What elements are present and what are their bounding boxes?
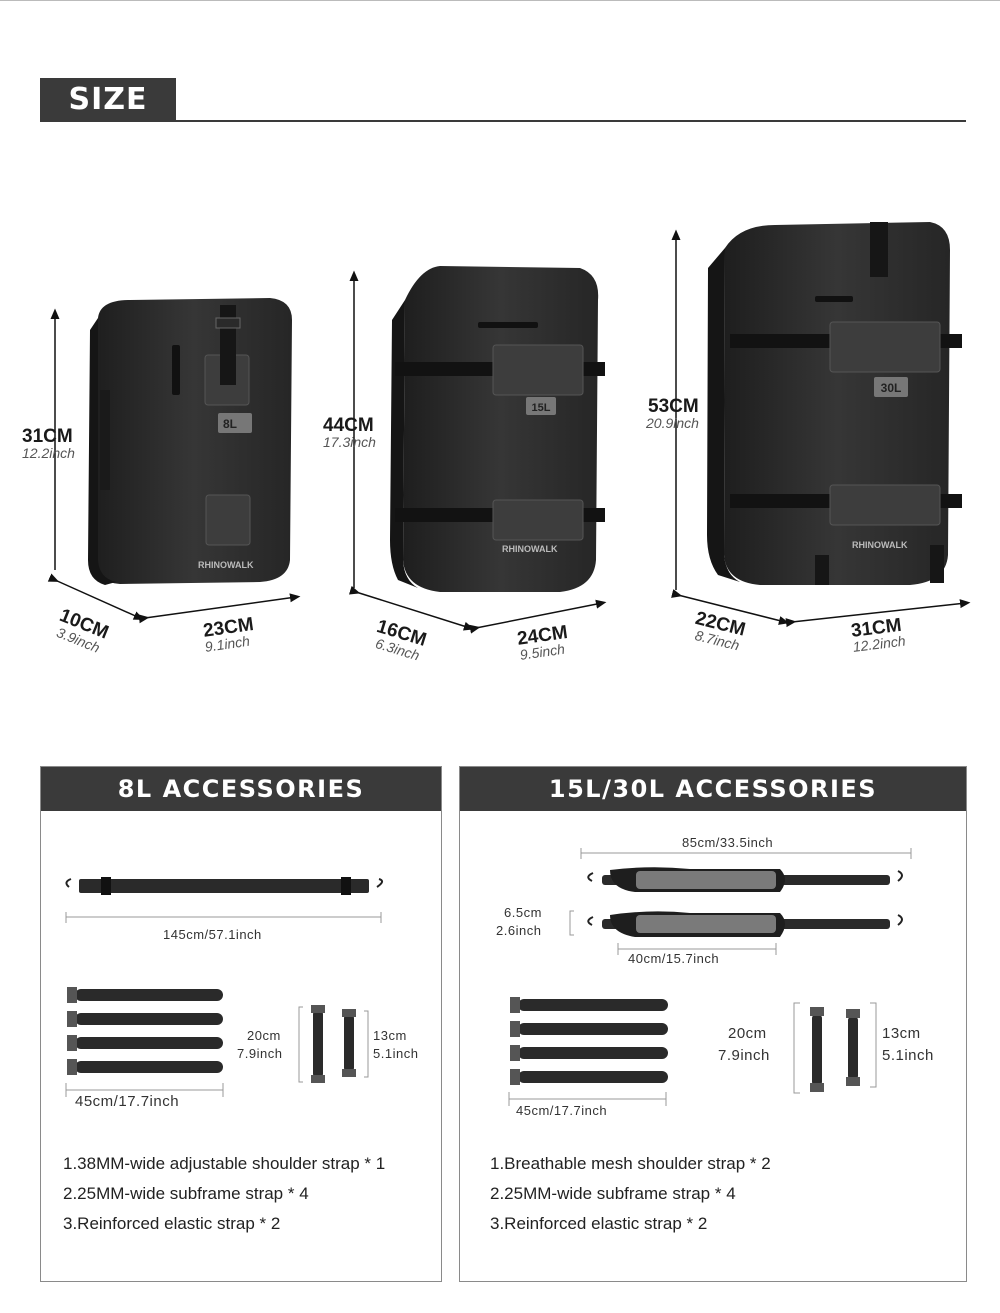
accessories-8l-title: 8L ACCESSORIES: [41, 767, 441, 811]
accessories-8l-elastic-cm: 20cm: [247, 1028, 281, 1043]
bag-8l: 8L RHINOWALK: [88, 298, 292, 585]
bag-15l: 15L RHINOWALK: [390, 266, 605, 592]
bag-30l-label: 30L: [881, 381, 902, 395]
accessories-8l-shoulder-length: 145cm/57.1inch: [163, 927, 262, 942]
size-title: SIZE: [40, 78, 176, 122]
bag-8l-brand: RHINOWALK: [198, 560, 254, 570]
accessories-15l-elastic2-inch: 5.1inch: [882, 1047, 934, 1064]
bag-30l-width-arrow: [785, 599, 971, 628]
bag-30l-height-cm: 53CM: [648, 396, 699, 417]
bag-8l-height-cm: 31CM: [22, 426, 73, 447]
accessories-8l-item-3: 3.Reinforced elastic strap * 2: [63, 1214, 281, 1233]
accessories-15l-shoulder-length: 85cm/33.5inch: [682, 835, 774, 850]
accessories-15l-elastic-cm: 20cm: [728, 1025, 767, 1042]
bag-15l-height-cm: 44CM: [323, 415, 374, 436]
bag-30l-depth-arrow: [671, 589, 790, 625]
bag-30l: 30L RHINOWALK: [707, 222, 962, 585]
accessories-15l-item-2: 2.25MM-wide subframe strap * 4: [490, 1184, 736, 1203]
size-header-rule: [176, 120, 966, 122]
accessories-15l-pad-width-cm: 6.5cm: [504, 905, 542, 920]
bag-8l-label: 8L: [223, 417, 237, 431]
accessories-15l-30l-panel: 15L/30L ACCESSORIES: [459, 766, 967, 1282]
bag-15l-depth-arrow: [348, 585, 475, 631]
bag-30l-brand: RHINOWALK: [852, 540, 908, 550]
accessories-15l-elastic-inch: 7.9inch: [718, 1047, 770, 1064]
accessories-15l-elastic2-cm: 13cm: [882, 1025, 921, 1042]
accessories-8l-illustration: [65, 877, 383, 1097]
bag-8l-width-arrow: [138, 593, 301, 624]
bag-15l-brand: RHINOWALK: [502, 544, 558, 554]
accessories-15l-pad-width-inch: 2.6inch: [496, 923, 542, 938]
accessories-15l-item-3: 3.Reinforced elastic strap * 2: [490, 1214, 708, 1233]
top-divider: [0, 0, 1000, 1]
accessories-15l-30l-illustration: [508, 848, 912, 1106]
bag-15l-width-arrow: [469, 599, 607, 634]
accessories-15l-pad-length: 40cm/15.7inch: [628, 951, 720, 966]
bag-8l-depth-arrow: [47, 573, 145, 620]
accessories-8l-subframe-length: 45cm/17.7inch: [75, 1093, 180, 1110]
accessories-8l-item-2: 2.25MM-wide subframe strap * 4: [63, 1184, 309, 1203]
bag-30l-height-inch: 20.9inch: [646, 415, 699, 431]
accessories-8l-panel: 8L ACCESSORIES: [40, 766, 442, 1282]
bags-illustration: 8L RHINOWALK 15L RHINOWALK 30L RHINOWALK: [47, 222, 971, 634]
bag-15l-label: 15L: [532, 402, 551, 414]
accessories-8l-item-1: 1.38MM-wide adjustable shoulder strap * …: [63, 1154, 386, 1173]
accessories-15l-subframe-length: 45cm/17.7inch: [516, 1103, 608, 1118]
accessories-8l-elastic2-inch: 5.1inch: [373, 1046, 419, 1061]
bag-15l-height-inch: 17.3inch: [323, 434, 376, 450]
bag-8l-height-inch: 12.2inch: [22, 445, 75, 461]
accessories-15l-30l-title: 15L/30L ACCESSORIES: [460, 767, 966, 811]
accessories-15l-item-1: 1.Breathable mesh shoulder strap * 2: [490, 1154, 771, 1173]
accessories-8l-elastic-inch: 7.9inch: [237, 1046, 283, 1061]
accessories-8l-elastic2-cm: 13cm: [373, 1028, 407, 1043]
